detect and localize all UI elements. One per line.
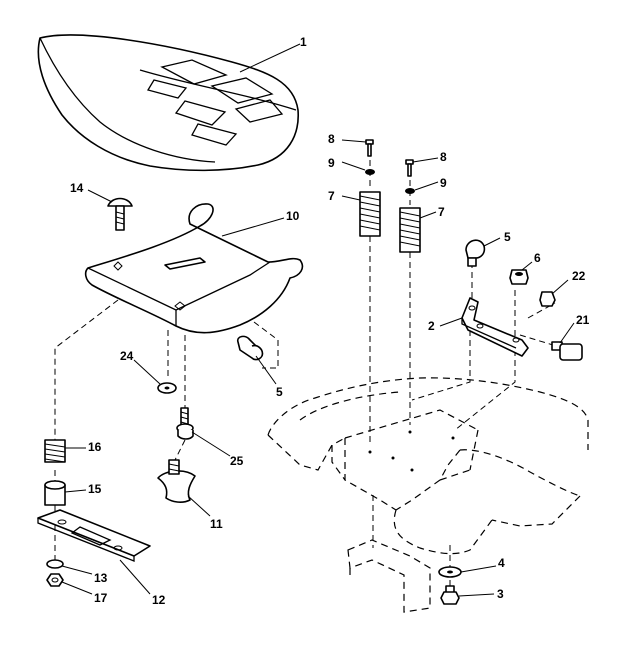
adjust-knob-lower-part bbox=[236, 335, 264, 361]
callout-17: 17 bbox=[94, 591, 108, 605]
callout-8-right: 8 bbox=[440, 150, 447, 164]
callout-labels: 1 8 9 7 8 9 7 14 10 5 6 22 2 21 24 5 16 … bbox=[70, 35, 590, 607]
bracket-part bbox=[461, 297, 529, 357]
knob-part-21 bbox=[551, 341, 583, 361]
callout-8-left: 8 bbox=[328, 132, 335, 146]
callout-16: 16 bbox=[88, 440, 102, 454]
callout-15: 15 bbox=[88, 482, 102, 496]
callout-12: 12 bbox=[152, 593, 166, 607]
leader-lines bbox=[61, 43, 575, 597]
callout-7-right: 7 bbox=[438, 205, 445, 219]
callout-14: 14 bbox=[70, 181, 84, 195]
callout-3: 3 bbox=[497, 587, 504, 601]
callout-5-upper: 5 bbox=[504, 230, 511, 244]
callout-11: 11 bbox=[210, 517, 223, 531]
shoulder-bolt-part bbox=[176, 407, 194, 440]
callout-9-left: 9 bbox=[328, 156, 335, 170]
nut-part-17 bbox=[46, 573, 64, 587]
callout-22: 22 bbox=[572, 269, 586, 283]
bolt-part-8-left bbox=[365, 139, 374, 157]
callout-24: 24 bbox=[120, 349, 134, 363]
callout-25: 25 bbox=[230, 454, 244, 468]
callout-4: 4 bbox=[498, 556, 505, 570]
spring-part-16 bbox=[44, 439, 66, 463]
fender-phantom bbox=[267, 377, 589, 555]
seat-part bbox=[37, 34, 299, 172]
nut-part-22 bbox=[539, 291, 556, 307]
seat-pan-part bbox=[84, 203, 304, 334]
washer-part-13 bbox=[46, 559, 64, 569]
bolt-part-3 bbox=[440, 585, 460, 605]
washer-part-24 bbox=[157, 382, 177, 394]
callout-9-right: 9 bbox=[440, 176, 447, 190]
bolt-part-8-right bbox=[405, 159, 414, 177]
washer-part-4 bbox=[438, 566, 462, 578]
spring-part-7-right bbox=[399, 207, 421, 253]
callout-6: 6 bbox=[534, 251, 541, 265]
callout-2: 2 bbox=[428, 319, 435, 333]
callout-7-left: 7 bbox=[328, 189, 335, 203]
callout-10: 10 bbox=[286, 209, 300, 223]
callout-13: 13 bbox=[94, 571, 108, 585]
spring-part-7-left bbox=[359, 191, 381, 237]
callout-5-lower: 5 bbox=[276, 385, 283, 399]
washer-part-9-right bbox=[405, 188, 415, 194]
slide-plate-part bbox=[37, 509, 151, 562]
callout-1: 1 bbox=[300, 35, 307, 49]
frame-bracket-phantom bbox=[347, 539, 431, 613]
bushing-part bbox=[44, 480, 66, 506]
washer-part-9-left bbox=[365, 169, 375, 175]
carriage-bolt-part bbox=[107, 197, 133, 231]
callout-21: 21 bbox=[576, 313, 590, 327]
nut-part-6 bbox=[509, 269, 529, 285]
assembly-guide-lines bbox=[54, 150, 556, 592]
adjust-knob-upper-part bbox=[465, 239, 486, 267]
pivot-bracket-part bbox=[157, 459, 196, 503]
